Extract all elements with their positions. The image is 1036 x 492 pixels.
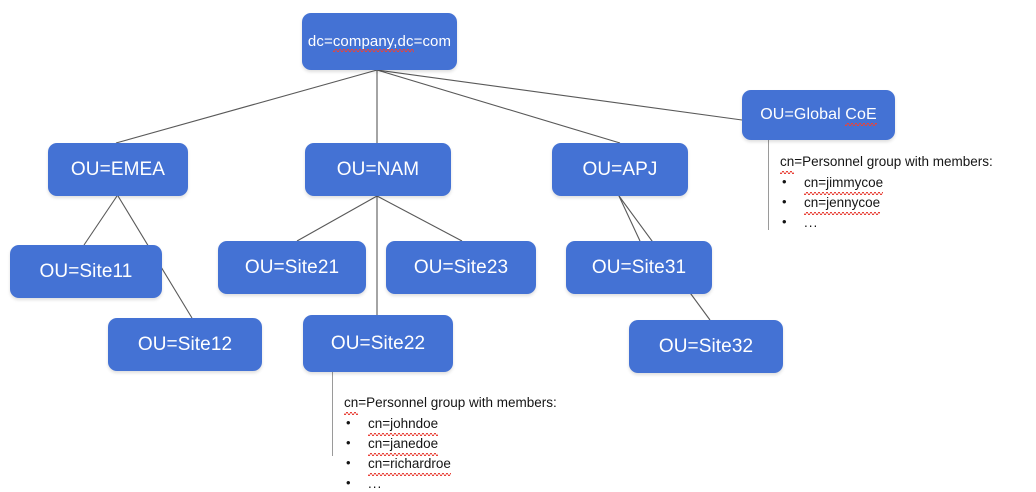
node-global-coe[interactable]: OU=Global CoE bbox=[742, 90, 895, 140]
node-site12[interactable]: OU=Site12 bbox=[108, 318, 262, 371]
node-site31[interactable]: OU=Site31 bbox=[566, 241, 712, 294]
list-item: cn=jennycoe bbox=[780, 192, 993, 215]
node-site21-label: OU=Site21 bbox=[244, 256, 340, 278]
node-site22-label: OU=Site22 bbox=[330, 332, 426, 354]
node-site23[interactable]: OU=Site23 bbox=[386, 241, 536, 294]
edge-nam-site21 bbox=[296, 195, 378, 242]
node-site31-label: OU=Site31 bbox=[591, 256, 687, 278]
edge-nam-site23 bbox=[376, 195, 463, 242]
annotation-coe-heading: cn=Personnel group with members: bbox=[780, 152, 993, 174]
annotation-coe-list: cn=jimmycoe cn=jennycoe ... bbox=[780, 172, 993, 233]
annotation-rule-site22 bbox=[332, 372, 333, 456]
node-site11[interactable]: OU=Site11 bbox=[10, 245, 162, 298]
edge-root-apj bbox=[376, 69, 621, 144]
annotation-site22-list: cn=johndoe cn=janedoe cn=richardroe ... bbox=[344, 413, 557, 492]
node-nam[interactable]: OU=NAM bbox=[305, 143, 451, 196]
list-item: cn=janedoe bbox=[344, 433, 557, 456]
node-apj[interactable]: OU=APJ bbox=[552, 143, 688, 196]
annotation-site22-heading: cn=Personnel group with members: bbox=[344, 393, 557, 415]
annotation-rule-coe bbox=[768, 140, 769, 230]
node-emea-label: OU=EMEA bbox=[70, 158, 166, 180]
edge-emea-site11 bbox=[83, 195, 118, 246]
node-emea[interactable]: OU=EMEA bbox=[48, 143, 188, 196]
node-nam-label: OU=NAM bbox=[336, 158, 420, 180]
list-item: cn=jimmycoe bbox=[780, 172, 993, 195]
list-item: ... bbox=[344, 473, 557, 492]
list-item: cn=richardroe bbox=[344, 453, 557, 476]
node-site11-label: OU=Site11 bbox=[39, 260, 133, 282]
node-site23-label: OU=Site23 bbox=[413, 256, 509, 278]
list-item: cn=johndoe bbox=[344, 413, 557, 436]
edge-root-emea bbox=[115, 69, 378, 144]
node-root-label: dc=company,dc=com bbox=[307, 33, 452, 52]
list-item: ... bbox=[780, 212, 993, 233]
node-site21[interactable]: OU=Site21 bbox=[218, 241, 366, 294]
node-root[interactable]: dc=company,dc=com bbox=[302, 13, 457, 70]
annotation-coe: cn=Personnel group with members: cn=jimm… bbox=[780, 152, 993, 233]
edge-root-coe bbox=[376, 69, 743, 121]
node-site32[interactable]: OU=Site32 bbox=[629, 320, 783, 373]
node-site22[interactable]: OU=Site22 bbox=[303, 315, 453, 372]
node-global-coe-label: OU=Global CoE bbox=[760, 106, 878, 126]
node-site32-label: OU=Site32 bbox=[658, 335, 754, 357]
annotation-site22: cn=Personnel group with members: cn=john… bbox=[344, 393, 557, 492]
edge-apj-site31 bbox=[618, 195, 641, 242]
node-apj-label: OU=APJ bbox=[582, 158, 658, 180]
node-site12-label: OU=Site12 bbox=[137, 333, 233, 355]
